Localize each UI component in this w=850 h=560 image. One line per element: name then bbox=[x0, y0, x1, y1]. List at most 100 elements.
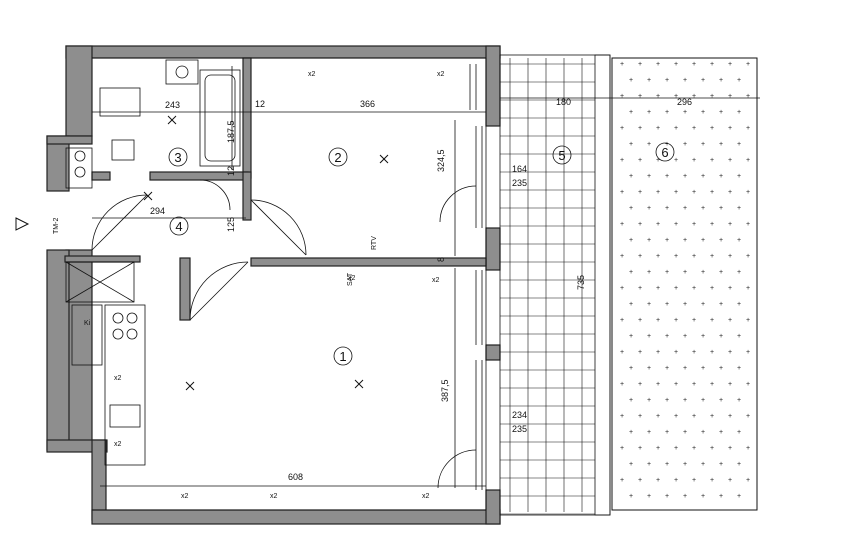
fridge-icon bbox=[71, 304, 103, 366]
kitchen-sink-icon bbox=[109, 404, 141, 428]
balcony-edge bbox=[594, 54, 611, 516]
terrace-dot-icon: + bbox=[674, 61, 678, 68]
terrace-dot-icon: + bbox=[647, 205, 651, 212]
terrace-dot-icon: + bbox=[638, 413, 642, 420]
terrace-dot-icon: + bbox=[683, 397, 687, 404]
terrace-dot-icon: + bbox=[737, 301, 741, 308]
terrace-dot-icon: + bbox=[647, 237, 651, 244]
annotations: x2 x2 x2 x2 x2 x2 x2 x2 x2 RTV TM-2 SAT … bbox=[53, 71, 445, 500]
terrace-dot-icon: + bbox=[620, 349, 624, 356]
terrace-dot-icon: + bbox=[620, 285, 624, 292]
terrace-dot-icon: + bbox=[719, 141, 723, 148]
socket-label: x2 bbox=[422, 493, 430, 500]
terrace-dot-icon: + bbox=[629, 205, 633, 212]
terrace-dot-icon: + bbox=[638, 445, 642, 452]
balcony-tile-grid bbox=[499, 54, 611, 516]
terrace-dot-icon: + bbox=[737, 173, 741, 180]
terrace-dot-icon: + bbox=[710, 189, 714, 196]
dim-room1-width: 608 bbox=[288, 472, 303, 482]
terrace-dot-icon: + bbox=[692, 349, 696, 356]
terrace-dot-icon: + bbox=[656, 221, 660, 228]
terrace-dot-icon: + bbox=[746, 381, 750, 388]
terrace-dot-icon: + bbox=[647, 397, 651, 404]
kitchen-counter-icon bbox=[104, 304, 146, 466]
terrace-dot-icon: + bbox=[674, 93, 678, 100]
room-number-6: 6 bbox=[661, 145, 668, 160]
terrace-dot-icon: + bbox=[701, 237, 705, 244]
terrace-dot-icon: + bbox=[719, 109, 723, 116]
terrace-dot-icon: + bbox=[683, 205, 687, 212]
sat-label: SAT bbox=[347, 272, 354, 286]
terrace-dot-icon: + bbox=[719, 333, 723, 340]
terrace-dot-icon: + bbox=[701, 301, 705, 308]
terrace-dot-icon: + bbox=[683, 429, 687, 436]
terrace-dot-icon: + bbox=[692, 381, 696, 388]
dimension-lines bbox=[92, 66, 760, 488]
terrace-dot-icon: + bbox=[638, 157, 642, 164]
terrace-dot-icon: + bbox=[665, 493, 669, 500]
terrace-dot-icon: + bbox=[746, 413, 750, 420]
terrace-dot-icon: + bbox=[692, 221, 696, 228]
terrace-dot-icon: + bbox=[638, 253, 642, 260]
socket-label: x2 bbox=[348, 275, 356, 282]
terrace-dot-icon: + bbox=[737, 77, 741, 84]
terrace-dot-icon: + bbox=[692, 413, 696, 420]
dim-balcony-top-a: 164 bbox=[512, 164, 527, 174]
terrace-dot-icon: + bbox=[665, 397, 669, 404]
terrace-dot-icon: + bbox=[719, 429, 723, 436]
terrace-dot-icon: + bbox=[746, 445, 750, 452]
terrace-dot-icon: + bbox=[665, 333, 669, 340]
terrace-dot-icon: + bbox=[638, 93, 642, 100]
terrace-dot-icon: + bbox=[638, 381, 642, 388]
terrace-dot-icon: + bbox=[701, 173, 705, 180]
terrace-dot-icon: + bbox=[692, 253, 696, 260]
shaft-icon bbox=[65, 147, 93, 189]
terrace-dot-icon: + bbox=[719, 461, 723, 468]
terrace-dot-icon: + bbox=[638, 285, 642, 292]
terrace-dot-icon: + bbox=[692, 445, 696, 452]
terrace-dot-icon: + bbox=[638, 221, 642, 228]
terrace-dot-icon: + bbox=[683, 109, 687, 116]
terrace-dot-icon: + bbox=[746, 61, 750, 68]
terrace-dot-icon: + bbox=[683, 493, 687, 500]
terrace-dot-icon: + bbox=[665, 269, 669, 276]
terrace-dot-icon: + bbox=[692, 157, 696, 164]
doors bbox=[91, 179, 477, 489]
bathroom-fixtures bbox=[65, 59, 241, 189]
terrace-dot-icon: + bbox=[647, 493, 651, 500]
socket-label: x2 bbox=[432, 277, 440, 284]
terrace-dot-icon: + bbox=[728, 317, 732, 324]
terrace-dot-icon: + bbox=[620, 61, 624, 68]
terrace-dot-icon: + bbox=[629, 333, 633, 340]
dim-hall-width: 294 bbox=[150, 206, 165, 216]
terrace-dot-icon: + bbox=[656, 477, 660, 484]
terrace-dot-icon: + bbox=[647, 269, 651, 276]
terrace-dot-icon: + bbox=[674, 221, 678, 228]
terrace-dot-icon: + bbox=[746, 189, 750, 196]
terrace-dot-icon: + bbox=[647, 461, 651, 468]
terrace-dot-icon: + bbox=[719, 493, 723, 500]
terrace-dot-icon: + bbox=[746, 285, 750, 292]
stove-burner-icon bbox=[112, 312, 124, 324]
terrace-dot-icon: + bbox=[710, 253, 714, 260]
terrace-dot-icon: + bbox=[692, 189, 696, 196]
terrace-dot-icon: + bbox=[656, 61, 660, 68]
terrace-area: + + + + + + + + + + + + + + + + + + + + + + + + + + + + + + + + + + + + + + + +… bbox=[611, 57, 758, 511]
terrace-dot-icon: + bbox=[629, 173, 633, 180]
terrace-dot-icon: + bbox=[674, 125, 678, 132]
terrace-dot-icon: + bbox=[746, 93, 750, 100]
dim-terrace-width: 296 bbox=[677, 97, 692, 107]
terrace-dot-icon: + bbox=[647, 141, 651, 148]
terrace-dot-icon: + bbox=[656, 445, 660, 452]
dim-room2-width: 366 bbox=[360, 99, 375, 109]
terrace-dot-icon: + bbox=[683, 461, 687, 468]
terrace-dot-icon: + bbox=[629, 365, 633, 372]
terrace-dot-icon: + bbox=[692, 93, 696, 100]
terrace-dot-icon: + bbox=[746, 125, 750, 132]
terrace-dot-icon: + bbox=[728, 125, 732, 132]
terrace-dot-icon: + bbox=[737, 237, 741, 244]
terrace-dot-icon: + bbox=[638, 189, 642, 196]
terrace-dot-icon: + bbox=[647, 333, 651, 340]
terrace-dot-icon: + bbox=[638, 125, 642, 132]
